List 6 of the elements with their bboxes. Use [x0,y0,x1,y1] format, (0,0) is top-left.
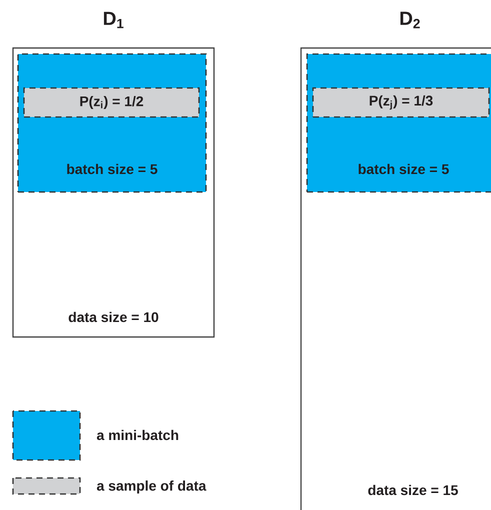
sample-box: P(z$_{j}$) = 1/3 [312,87,490,118]
sample-box: P(z$_{i}$) = 1/2 [23,87,200,118]
legend-label: a mini-batch [96,430,178,440]
legend-label: a sample of data [96,480,206,494]
node-label: D$_{1}$ [104,12,124,28]
node-label: D$_{2}$ [400,12,420,28]
